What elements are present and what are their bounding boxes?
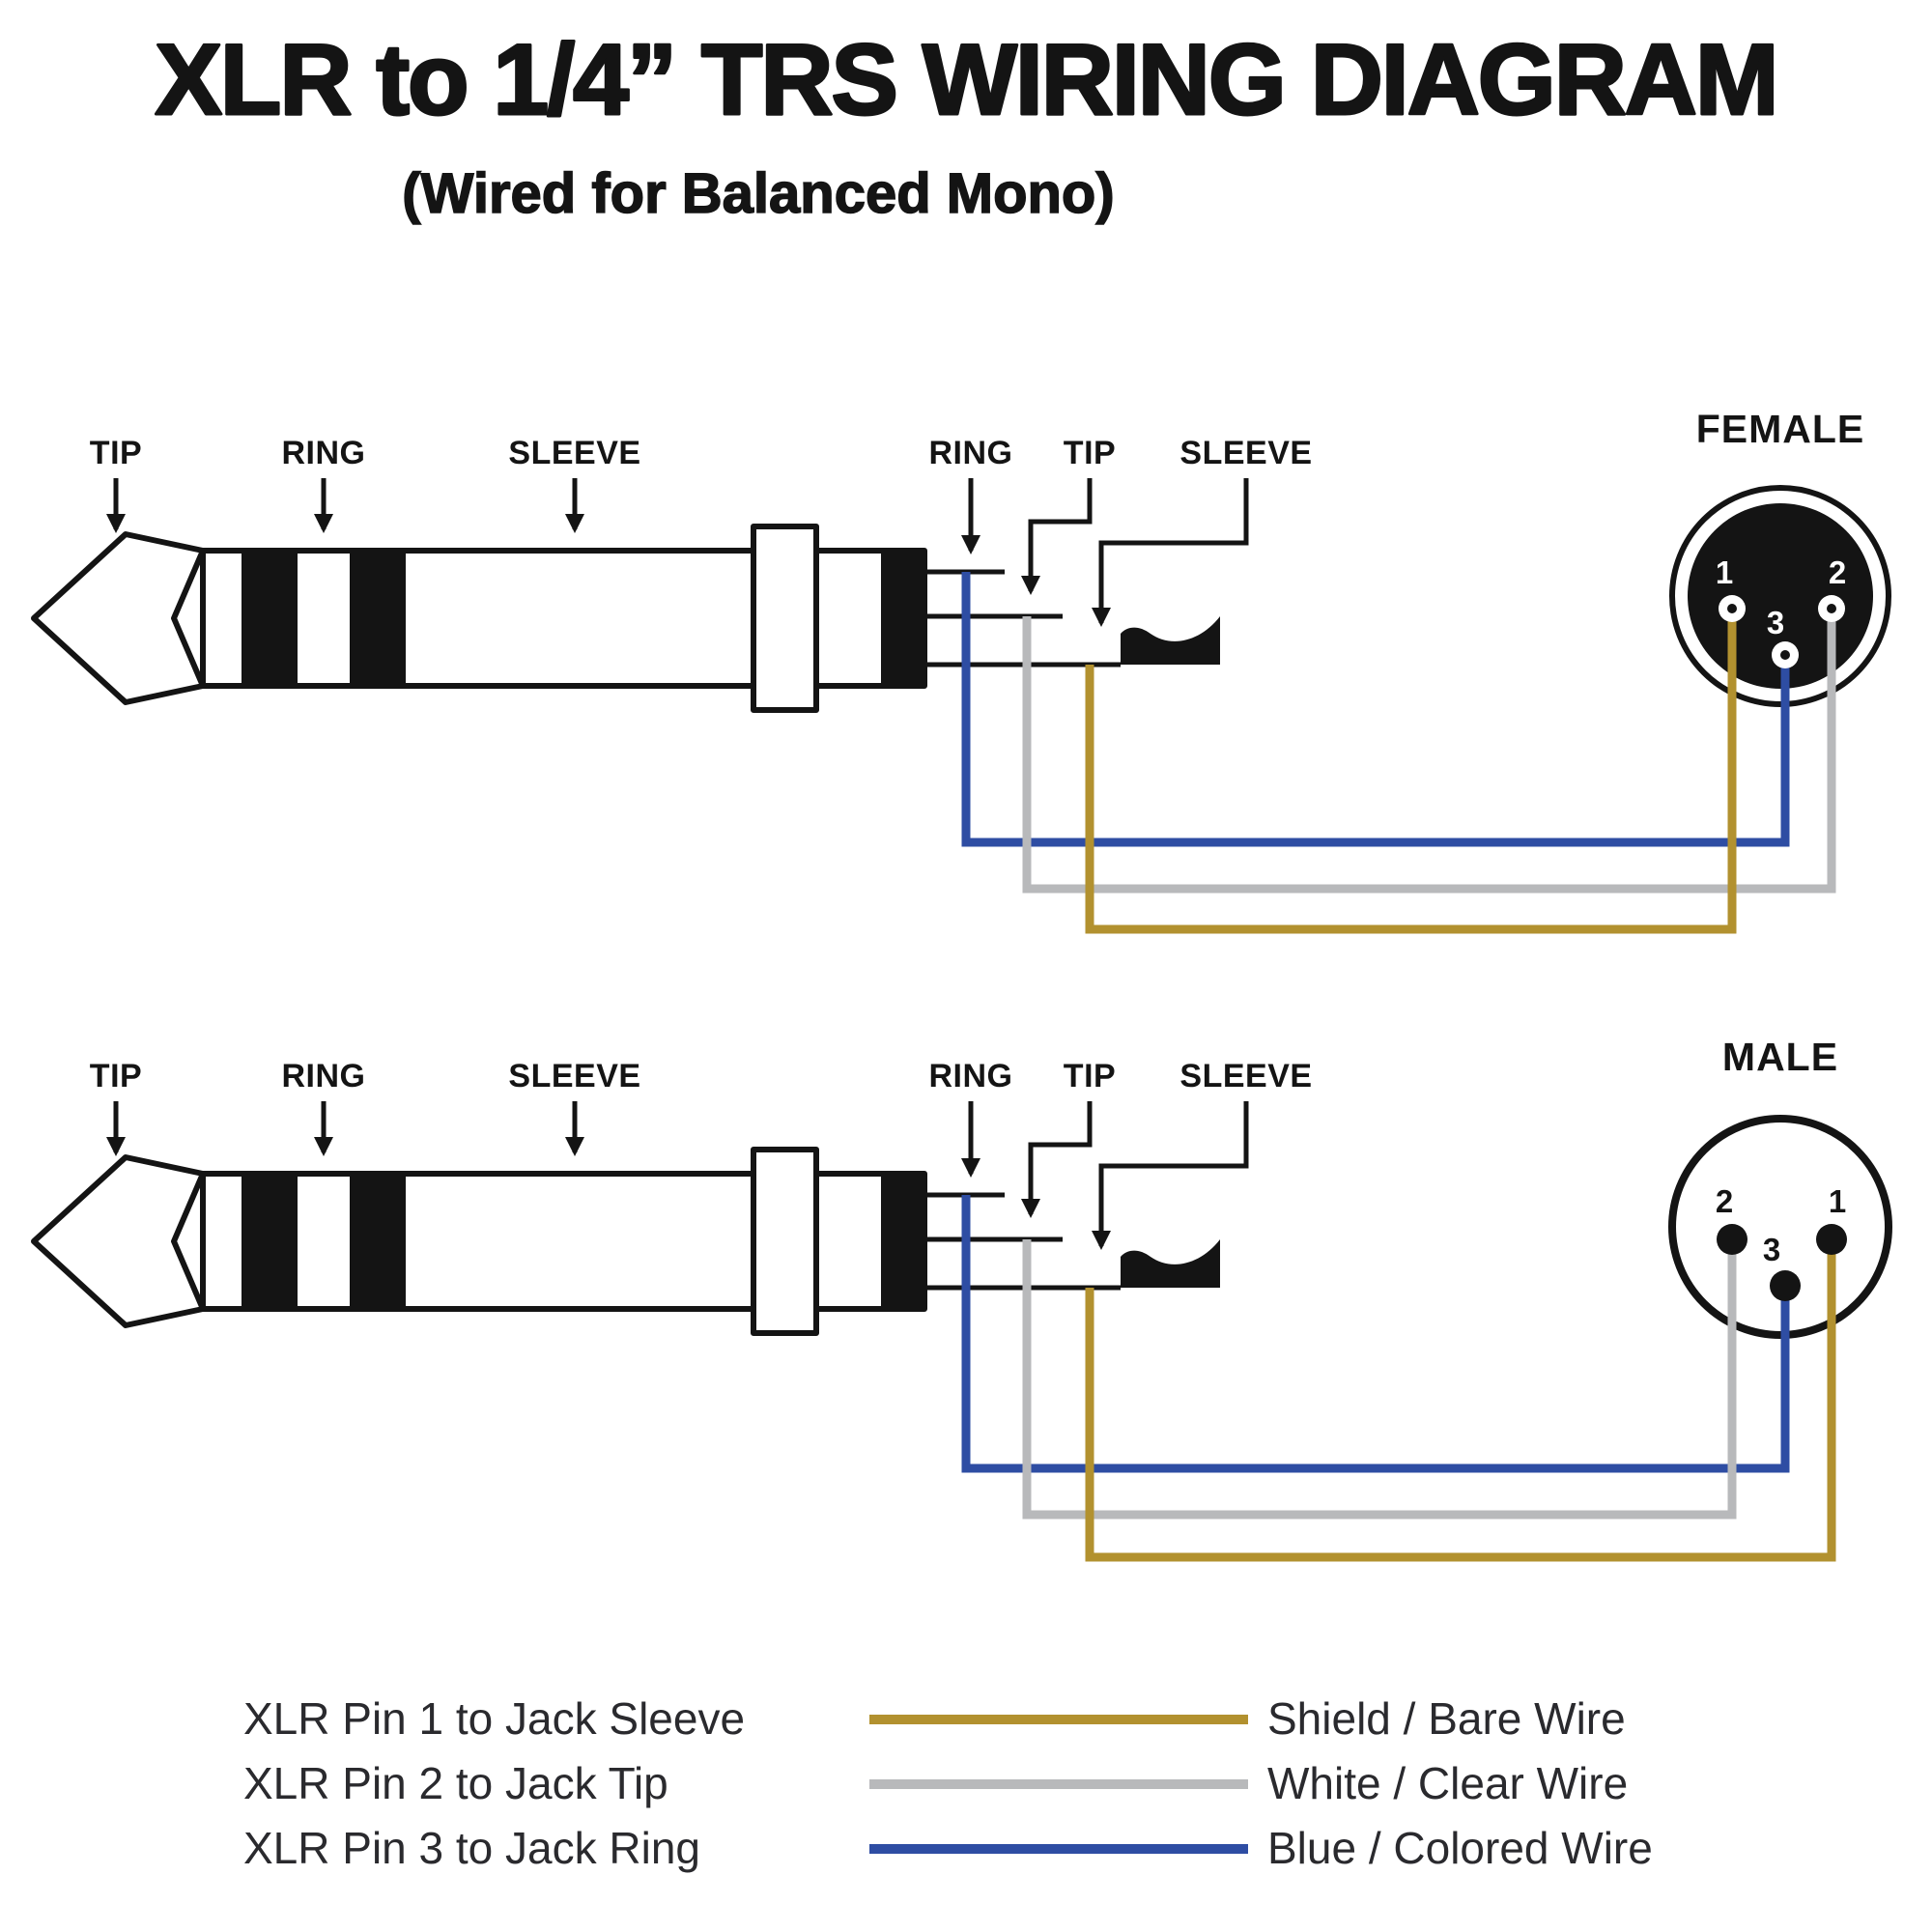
- male-pin-1: [1816, 1224, 1847, 1255]
- legend-wire-shield: Shield / Bare Wire: [1267, 1693, 1626, 1744]
- male-wires: [961, 1195, 1836, 1562]
- shield-wire-male: [1085, 1248, 1836, 1562]
- female-pin-1-number: 1: [1716, 554, 1733, 590]
- male-pin-3-number: 3: [1763, 1232, 1780, 1267]
- trs-jack-top: [34, 435, 1313, 710]
- trs-jack-bottom: [34, 1058, 1313, 1333]
- white-wire-male: [1022, 1239, 1737, 1520]
- blue-wire-male: [961, 1195, 1790, 1473]
- blue-wire-female: [961, 572, 1790, 847]
- female-pin-3-number: 3: [1767, 605, 1784, 640]
- legend-wire-white: White / Clear Wire: [1267, 1758, 1628, 1808]
- female-pin-3-hole: [1780, 650, 1790, 660]
- legend: XLR Pin 1 to Jack Sleeve Shield / Bare W…: [243, 1693, 1653, 1873]
- white-wire-female: [1022, 616, 1836, 894]
- male-pin-1-number: 1: [1829, 1183, 1846, 1219]
- female-label: FEMALE: [1696, 407, 1865, 451]
- legend-label-pin3: XLR Pin 3 to Jack Ring: [243, 1823, 700, 1873]
- shield-wire-female: [1085, 618, 1737, 934]
- male-shell: [1668, 1115, 1892, 1339]
- page-subtitle: (Wired for Balanced Mono): [402, 162, 1114, 225]
- male-pin-2: [1717, 1224, 1747, 1255]
- female-pins: 1 2 3: [1716, 554, 1846, 668]
- legend-row-blue: XLR Pin 3 to Jack Ring Blue / Colored Wi…: [243, 1823, 1653, 1873]
- female-wires: [961, 572, 1836, 934]
- legend-wire-blue: Blue / Colored Wire: [1267, 1823, 1653, 1873]
- legend-row-shield: XLR Pin 1 to Jack Sleeve Shield / Bare W…: [243, 1693, 1626, 1744]
- page-title: XLR to 1/4” TRS WIRING DIAGRAM: [155, 24, 1776, 136]
- female-pin-2-number: 2: [1829, 554, 1846, 590]
- legend-row-white: XLR Pin 2 to Jack Tip White / Clear Wire: [243, 1758, 1628, 1808]
- female-pin-1-hole: [1727, 604, 1737, 613]
- male-pin-2-number: 2: [1716, 1183, 1733, 1219]
- male-pins: 2 1 3: [1716, 1183, 1847, 1301]
- legend-label-pin1: XLR Pin 1 to Jack Sleeve: [243, 1693, 745, 1744]
- female-pin-2-hole: [1827, 604, 1836, 613]
- male-pin-3: [1770, 1270, 1801, 1301]
- male-label: MALE: [1722, 1035, 1838, 1079]
- legend-label-pin2: XLR Pin 2 to Jack Tip: [243, 1758, 668, 1808]
